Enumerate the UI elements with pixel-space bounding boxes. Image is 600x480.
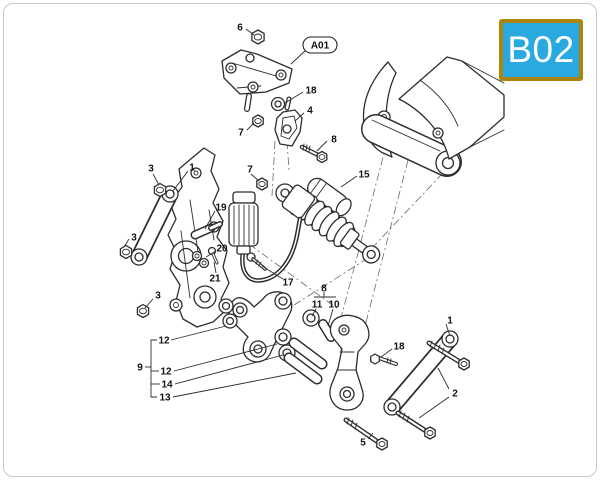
rocker-arm-assembly (218, 291, 336, 385)
svg-text:A01: A01 (311, 41, 330, 52)
bolt-18-right (370, 353, 398, 366)
callout-12: 12 (160, 367, 172, 378)
svg-text:5: 5 (360, 438, 366, 449)
svg-text:18: 18 (305, 86, 317, 97)
pin-10 (318, 319, 336, 342)
adjuster-fitting-19 (190, 221, 223, 240)
svg-text:12: 12 (160, 367, 172, 378)
callout-4: 4 (307, 106, 313, 117)
sheet-code-badge: B02 (499, 19, 583, 81)
callout-12: 12 (158, 336, 170, 347)
svg-text:10: 10 (328, 300, 340, 311)
svg-text:20: 20 (216, 244, 228, 255)
bushing-12-a (218, 298, 234, 314)
svg-text:8: 8 (331, 135, 337, 146)
bolt-5 (343, 417, 388, 451)
callout-6: 6 (237, 23, 243, 34)
callout-3: 3 (148, 164, 154, 175)
callout-1: 1 (447, 316, 453, 327)
callout-20: 20 (216, 244, 228, 255)
svg-text:21: 21 (209, 274, 221, 285)
callout-21: 21 (209, 274, 221, 285)
svg-text:2: 2 (452, 389, 458, 400)
svg-text:11: 11 (312, 300, 323, 311)
bolt-8-upper (299, 143, 328, 164)
swingarm-frame-section (361, 56, 505, 177)
svg-text:3: 3 (131, 233, 137, 244)
callout-19: 19 (215, 203, 227, 214)
leader-lines (123, 28, 451, 440)
svg-text:3: 3 (155, 291, 161, 302)
svg-text:1: 1 (189, 163, 195, 174)
svg-text:1: 1 (447, 316, 453, 327)
bolt-2-upper (426, 340, 470, 371)
callout-1: 1 (189, 163, 195, 174)
callout-9: 9 (137, 363, 143, 374)
left-link-plate (130, 185, 179, 266)
svg-text:12: 12 (158, 336, 170, 347)
spacer-pin-13-a (288, 337, 328, 370)
callout-8: 8 (331, 135, 337, 146)
svg-text:3: 3 (148, 164, 154, 175)
callout-18: 18 (305, 86, 317, 97)
nut-7-lower (256, 177, 268, 191)
svg-text:17: 17 (282, 278, 294, 289)
nut-7-upper (252, 114, 264, 128)
callout-15: 15 (358, 170, 370, 181)
lower-frame-bracket (329, 314, 370, 411)
svg-text:18: 18 (393, 342, 405, 353)
callout-5: 5 (360, 438, 366, 449)
svg-text:7: 7 (238, 128, 244, 139)
washer-18-upper (270, 96, 286, 112)
callout-11: 11 (312, 300, 323, 311)
svg-text:7: 7 (247, 165, 253, 176)
svg-text:6: 6 (237, 23, 243, 34)
svg-text:4: 4 (307, 106, 313, 117)
callout-2: 2 (452, 389, 458, 400)
sheet-border (3, 3, 597, 477)
nut-6 (251, 29, 265, 45)
callout-7: 7 (238, 128, 244, 139)
svg-text:9: 9 (137, 363, 143, 374)
hose-clamp-20 (191, 250, 210, 269)
svg-text:14: 14 (161, 380, 173, 391)
callout-7: 7 (247, 165, 253, 176)
svg-text:13: 13 (159, 393, 171, 404)
bushing-12-b (222, 313, 238, 329)
callout-3: 3 (155, 291, 161, 302)
sheet-code-text: B02 (507, 29, 575, 70)
shock-absorber (275, 177, 381, 264)
spacer-pin-13-b (283, 352, 323, 385)
callout-14: 14 (161, 380, 173, 391)
nut-3-middle (119, 244, 133, 260)
callout-8: 8 (321, 284, 327, 295)
svg-text:15: 15 (358, 170, 370, 181)
svg-text:8: 8 (321, 284, 327, 295)
callout-3: 3 (131, 233, 137, 244)
preload-adjuster-knob (228, 191, 303, 283)
nut-3-upper (153, 182, 167, 198)
bolt-17 (246, 252, 267, 271)
svg-text:19: 19 (215, 203, 227, 214)
top-mount-bracket (221, 49, 293, 112)
callout-17: 17 (282, 278, 294, 289)
bushing-11 (302, 309, 320, 327)
callout-18: 18 (393, 342, 405, 353)
bolt-2-lower (395, 410, 436, 440)
ring-12-c (274, 328, 292, 346)
callout-10: 10 (328, 300, 340, 311)
callout-13: 13 (159, 393, 171, 404)
callout-A01: A01 (302, 36, 338, 54)
